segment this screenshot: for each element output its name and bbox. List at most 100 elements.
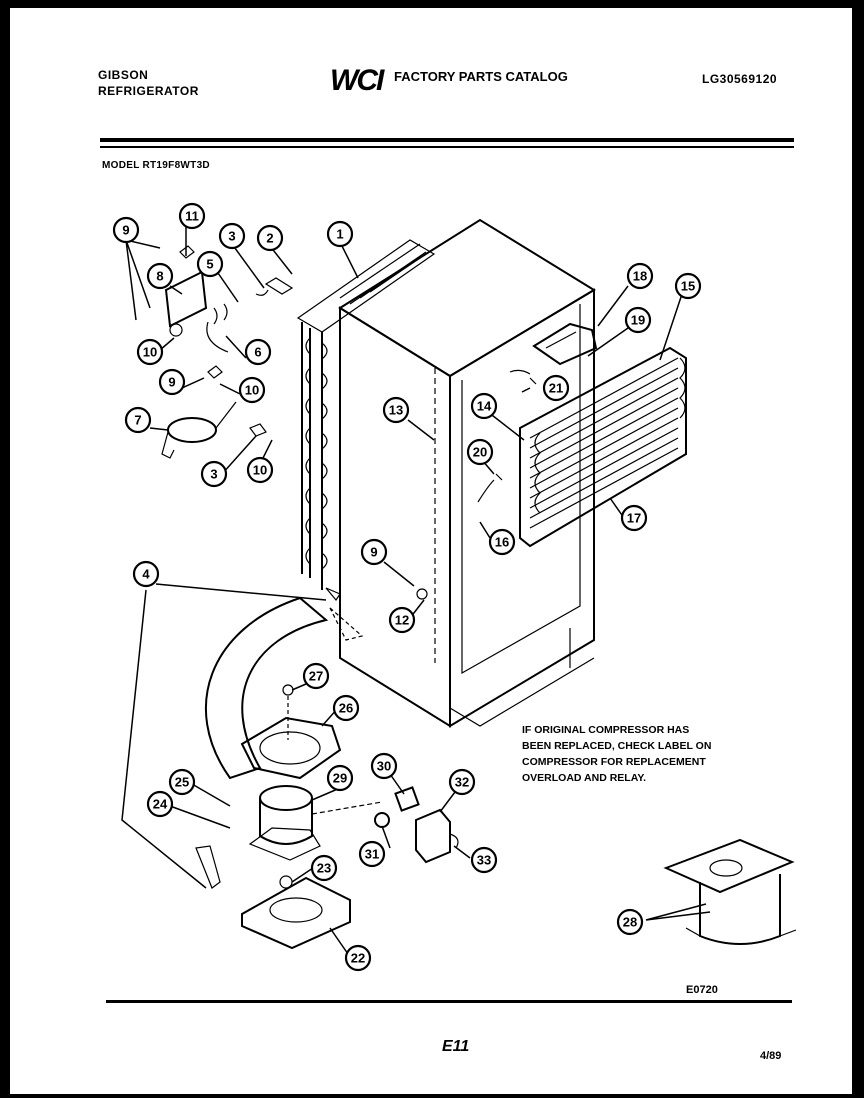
svg-text:11: 11	[185, 209, 199, 224]
callout-8: 8	[146, 262, 174, 290]
hardware-parts-drawing	[161, 245, 537, 889]
callout-4: 4	[132, 560, 160, 588]
evaporator-drawing	[519, 346, 687, 548]
note-line: IF ORIGINAL COMPRESSOR HAS	[522, 724, 690, 736]
svg-text:3: 3	[210, 467, 217, 482]
callout-2: 2	[256, 224, 284, 252]
callout-10-middle: 10	[238, 376, 266, 404]
svg-text:25: 25	[175, 775, 189, 790]
svg-text:30: 30	[377, 759, 391, 774]
callout-11: 11	[178, 202, 206, 230]
svg-text:14: 14	[477, 399, 492, 414]
callout-9-cabinet: 9	[360, 538, 388, 566]
callout-27: 27	[302, 662, 330, 690]
note-line: BEEN REPLACED, CHECK LABEL ON	[522, 740, 712, 752]
svg-text:8: 8	[156, 269, 163, 284]
svg-text:29: 29	[333, 771, 347, 786]
callout-9-upper: 9	[112, 216, 140, 244]
cabinet-drawing	[338, 218, 596, 728]
callout-26: 26	[332, 694, 360, 722]
note-line: OVERLOAD AND RELAY.	[522, 772, 647, 784]
svg-text:27: 27	[309, 669, 323, 684]
svg-text:20: 20	[473, 445, 487, 460]
page-number: E11	[442, 1038, 470, 1055]
callout-6: 6	[244, 338, 272, 366]
revision-date: 4/89	[760, 1050, 782, 1062]
figure-code: E0720	[686, 984, 718, 996]
svg-text:9: 9	[122, 223, 129, 238]
callout-30: 30	[370, 752, 398, 780]
brand-name: GIBSON	[98, 68, 149, 82]
drain-tube-drawing	[205, 587, 364, 780]
svg-text:31: 31	[365, 847, 379, 862]
svg-text:10: 10	[143, 345, 157, 360]
svg-text:26: 26	[339, 701, 353, 716]
evaporator-cover-drawing	[532, 322, 598, 366]
svg-text:9: 9	[168, 375, 175, 390]
svg-text:2: 2	[266, 231, 273, 246]
svg-text:21: 21	[549, 381, 563, 396]
svg-text:4: 4	[142, 567, 150, 582]
callout-12: 12	[388, 606, 416, 634]
svg-text:22: 22	[351, 951, 365, 966]
callout-22: 22	[344, 944, 372, 972]
callout-21: 21	[542, 374, 570, 402]
callout-9-middle: 9	[158, 368, 186, 396]
svg-text:12: 12	[395, 613, 409, 628]
svg-text:9: 9	[370, 545, 377, 560]
exploded-parts-diagram: 1 2 3 3 4 5 6 7 8 9 9 9 10 10 10 11 12 1…	[112, 202, 797, 972]
callout-25: 25	[168, 768, 196, 796]
callout-7: 7	[124, 406, 152, 434]
header-rule-thin	[100, 146, 794, 148]
callout-10-lower: 10	[246, 456, 274, 484]
callout-5: 5	[196, 250, 224, 278]
callout-31: 31	[358, 840, 386, 868]
product-type: REFRIGERATOR	[98, 84, 199, 98]
svg-text:6: 6	[254, 345, 261, 360]
note-line: COMPRESSOR FOR REPLACEMENT	[522, 756, 706, 768]
svg-text:28: 28	[623, 915, 637, 930]
svg-text:15: 15	[681, 279, 695, 294]
svg-text:3: 3	[228, 229, 235, 244]
callout-33: 33	[470, 846, 498, 874]
svg-text:19: 19	[631, 313, 645, 328]
svg-text:23: 23	[317, 861, 331, 876]
compressor-replacement-note: IF ORIGINAL COMPRESSOR HAS BEEN REPLACED…	[522, 722, 792, 786]
callout-10-upper: 10	[136, 338, 164, 366]
svg-text:10: 10	[245, 383, 259, 398]
svg-text:18: 18	[633, 269, 647, 284]
callout-19: 19	[624, 306, 652, 334]
callout-15: 15	[674, 272, 702, 300]
callout-20: 20	[466, 438, 494, 466]
catalog-title: FACTORY PARTS CATALOG	[394, 69, 568, 84]
callout-32: 32	[448, 768, 476, 796]
svg-text:24: 24	[153, 797, 168, 812]
svg-text:16: 16	[495, 535, 509, 550]
callout-3-lower: 3	[200, 460, 228, 488]
relay-overload-drawing	[374, 786, 459, 864]
compressor-pad-drawing	[240, 684, 342, 780]
callout-29: 29	[326, 764, 354, 792]
wci-logo: WCI	[330, 64, 384, 97]
svg-text:10: 10	[253, 463, 267, 478]
model-number: MODEL RT19F8WT3D	[102, 160, 210, 171]
callout-23: 23	[310, 854, 338, 882]
svg-text:33: 33	[477, 853, 491, 868]
svg-text:13: 13	[389, 403, 403, 418]
parts-sheet: GIBSON REFRIGERATOR WCI FACTORY PARTS CA…	[10, 8, 852, 1094]
callout-17: 17	[620, 504, 648, 532]
callout-14: 14	[470, 392, 498, 420]
header-rule-thick	[100, 138, 794, 142]
callout-16: 16	[488, 528, 516, 556]
callout-1: 1	[326, 220, 354, 248]
svg-text:7: 7	[134, 413, 141, 428]
condenser-coil-drawing	[296, 239, 436, 590]
svg-text:32: 32	[455, 775, 469, 790]
svg-text:1: 1	[336, 227, 343, 242]
callout-24: 24	[146, 790, 174, 818]
svg-text:5: 5	[206, 257, 213, 272]
compressor-drawing	[248, 785, 383, 861]
callout-3-upper: 3	[218, 222, 246, 250]
svg-text:17: 17	[627, 511, 641, 526]
inset-compressor-drawing	[663, 838, 797, 945]
